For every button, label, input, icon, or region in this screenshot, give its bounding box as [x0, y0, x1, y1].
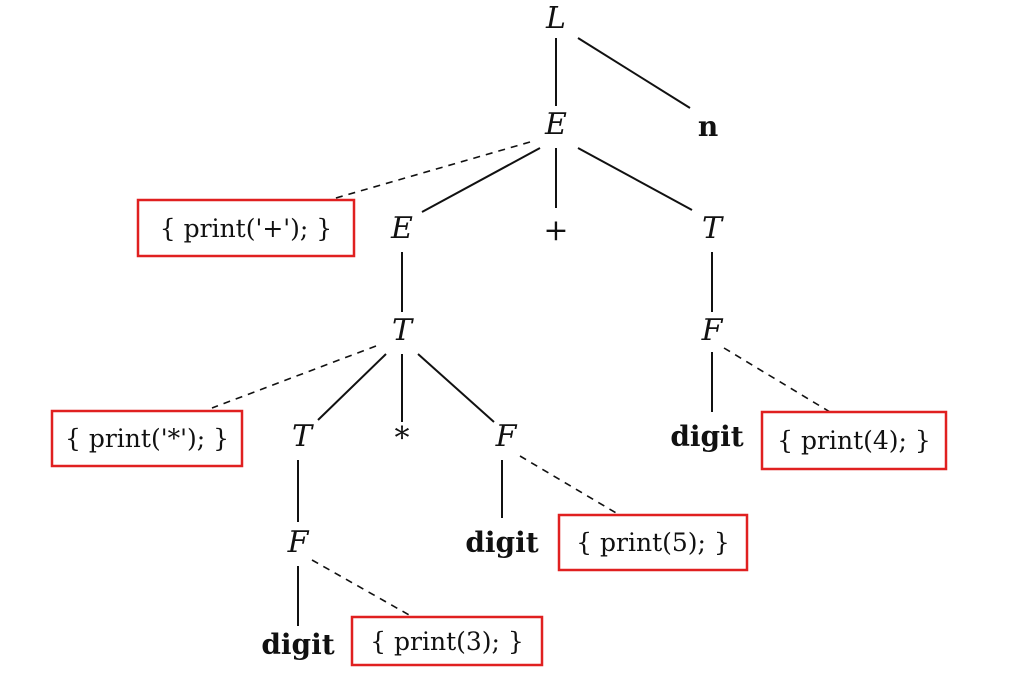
dashed-edge-F-print-5 — [519, 455, 629, 521]
action-edges — [211, 141, 831, 621]
dashed-edge-F-print-4 — [723, 347, 831, 413]
node-digit-low: digit — [261, 628, 334, 661]
action-box-print-plus — [136, 198, 356, 258]
edge-L-n — [577, 37, 691, 109]
edge-T-F-mid — [417, 353, 495, 423]
dashed-edge-F-print-3 — [311, 559, 419, 621]
dashed-edge-E-print-plus — [321, 141, 531, 203]
action-text-print-5: { print(5); } — [576, 528, 730, 557]
node-F-right: F — [701, 313, 724, 348]
dashed-edge-T-print-star — [211, 345, 377, 409]
action-print-3: { print(3); } — [350, 615, 544, 667]
node-digit-right: digit — [670, 420, 743, 453]
action-box-print-star — [50, 409, 244, 468]
action-text-print-plus: { print('+'); } — [160, 214, 332, 243]
node-T-mid: T — [392, 313, 414, 348]
action-print-star: { print('*'); } — [50, 409, 244, 468]
action-print-plus: { print('+'); } — [136, 198, 356, 258]
node-plus: + — [543, 213, 568, 248]
action-print-4: { print(4); } — [760, 410, 948, 471]
tree-edges — [297, 37, 713, 626]
node-E-left: E — [390, 211, 413, 246]
action-box-print-3 — [350, 615, 544, 667]
action-box-print-4 — [760, 410, 948, 471]
action-box-print-5 — [557, 513, 749, 572]
edge-E-T — [577, 147, 693, 211]
action-text-print-3: { print(3); } — [370, 627, 524, 656]
node-F-low: F — [287, 525, 310, 560]
action-print-5: { print(5); } — [557, 513, 749, 572]
node-T-low: T — [292, 419, 314, 454]
tree-nodes: L E n E + T T F T * F digit F digit digi… — [261, 1, 743, 661]
node-n: n — [698, 110, 718, 143]
node-star: * — [395, 421, 410, 456]
node-E-root: E — [544, 107, 567, 142]
node-T-right: T — [702, 211, 724, 246]
node-digit-mid: digit — [465, 526, 538, 559]
edge-E-E — [421, 147, 541, 213]
node-F-mid: F — [495, 419, 518, 454]
edge-T-T-low — [317, 353, 387, 421]
node-L: L — [545, 1, 566, 36]
action-text-print-4: { print(4); } — [777, 426, 931, 455]
action-text-print-star: { print('*'); } — [65, 424, 229, 453]
